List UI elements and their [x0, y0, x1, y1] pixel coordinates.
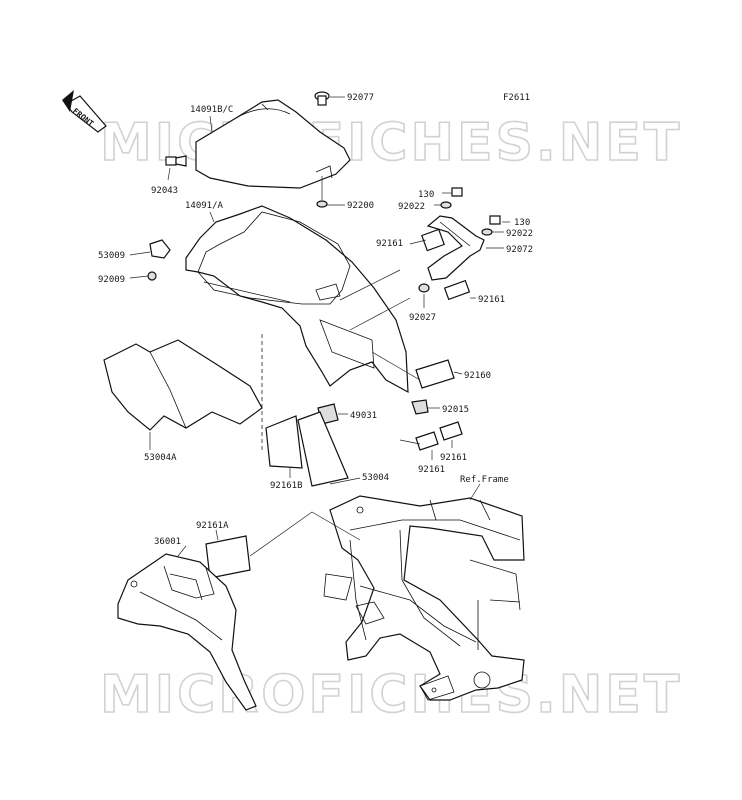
label-92027: 92027 [409, 313, 436, 323]
label-92022-lower: 92022 [506, 229, 533, 239]
label-36001: 36001 [154, 537, 181, 547]
washer-92022-lower [481, 228, 493, 236]
pad-92161-lower-right [439, 421, 463, 441]
label-92161b: 92161B [270, 481, 303, 491]
decal-92160 [415, 359, 455, 389]
bracket-53009 [149, 239, 171, 259]
label-53004: 53004 [362, 473, 389, 483]
label-92043: 92043 [151, 186, 178, 196]
nut-92015 [411, 399, 429, 415]
label-14091a: 14091/A [185, 201, 224, 211]
label-92160: 92160 [464, 371, 491, 381]
label-130-lower: 130 [514, 218, 530, 228]
washer-92022-upper [440, 201, 452, 209]
label-ref-frame: Ref.Frame [460, 475, 509, 485]
label-92022-upper: 92022 [398, 202, 425, 212]
sheet-53004 [297, 411, 349, 487]
side-cover-36001 [117, 553, 257, 711]
label-92015: 92015 [442, 405, 469, 415]
washer-92027 [418, 283, 430, 293]
bolt-130-upper [451, 187, 463, 197]
front-arrow-icon: FRONT [62, 90, 107, 133]
watermark-bottom: MICROFICHES.NET [100, 665, 682, 725]
mat-53004a [103, 339, 263, 431]
main-cover-14091a [185, 205, 409, 394]
bolt-130-lower [489, 215, 501, 225]
label-92077: 92077 [347, 93, 374, 103]
frame-assembly [323, 495, 525, 701]
label-92161a: 92161A [196, 521, 229, 531]
label-92161-upper: 92161 [376, 239, 403, 249]
label-53004a: 53004A [144, 453, 177, 463]
bolt-92043 [165, 155, 187, 167]
sheet-92161b [265, 415, 303, 469]
washer-92200 [316, 200, 328, 208]
pad-92161-lower-left [415, 431, 439, 451]
label-92009: 92009 [98, 275, 125, 285]
label-14091bc: 14091B/C [190, 105, 233, 115]
pad-92161-upper [421, 228, 445, 252]
label-92200: 92200 [347, 201, 374, 211]
pad-92161-right [443, 279, 471, 301]
label-92072: 92072 [506, 245, 533, 255]
label-49031: 49031 [350, 411, 377, 421]
clip-92077 [314, 91, 330, 106]
label-92161-lower-right: 92161 [440, 453, 467, 463]
leader-lines [129, 96, 510, 557]
bracket-92072 [426, 215, 485, 281]
diagram-code: F2611 [503, 93, 530, 103]
label-92161-right: 92161 [478, 295, 505, 305]
screw-92009 [147, 271, 157, 281]
decal-92161a [205, 535, 251, 579]
watermark-top: MICROFICHES.NET [100, 113, 682, 173]
upper-cover-14091bc [195, 99, 351, 189]
label-92161-lower-left: 92161 [418, 465, 445, 475]
label-53009: 53009 [98, 251, 125, 261]
label-130-upper: 130 [418, 190, 434, 200]
